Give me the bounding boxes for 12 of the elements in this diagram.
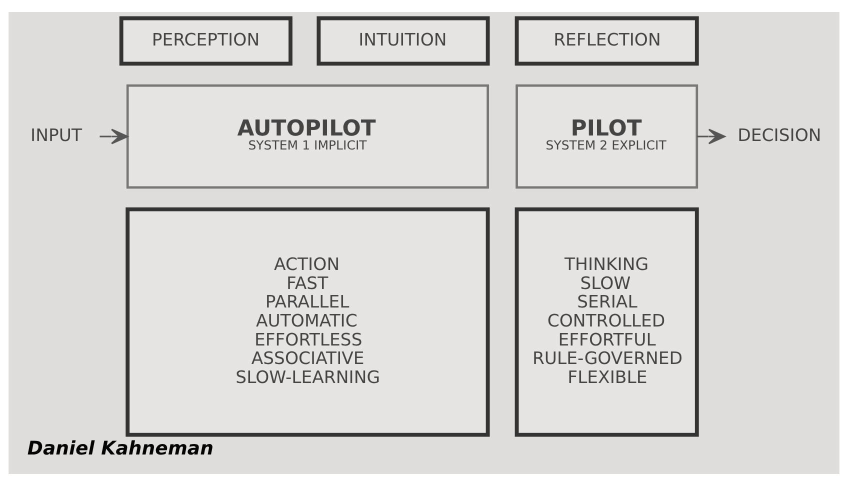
node-box: THINKING SLOW SERIAL CONTROLLED EFFORTFUL RULE-GOVERNED FLEXIBLE <box>514 206 699 436</box>
node-box: INTUITION <box>316 16 490 66</box>
arrow <box>697 128 726 144</box>
node-box: PILOT SYSTEM 2 EXPLICIT <box>516 84 698 188</box>
node-text: INPUT <box>30 125 82 146</box>
node-box: AUTOPILOT SYSTEM 1 IMPLICIT <box>126 84 489 188</box>
node-box: ACTION FAST PARALLEL AUTOMATIC EFFORTLESS ASSOCIATIVE SLOW-LEARNING <box>126 206 490 436</box>
node-text: DECISION <box>738 125 822 146</box>
node-box: PERCEPTION <box>119 16 292 66</box>
arrow <box>100 128 128 144</box>
node-box: REFLECTION <box>514 16 699 66</box>
caption: Daniel Kahneman <box>27 438 214 460</box>
